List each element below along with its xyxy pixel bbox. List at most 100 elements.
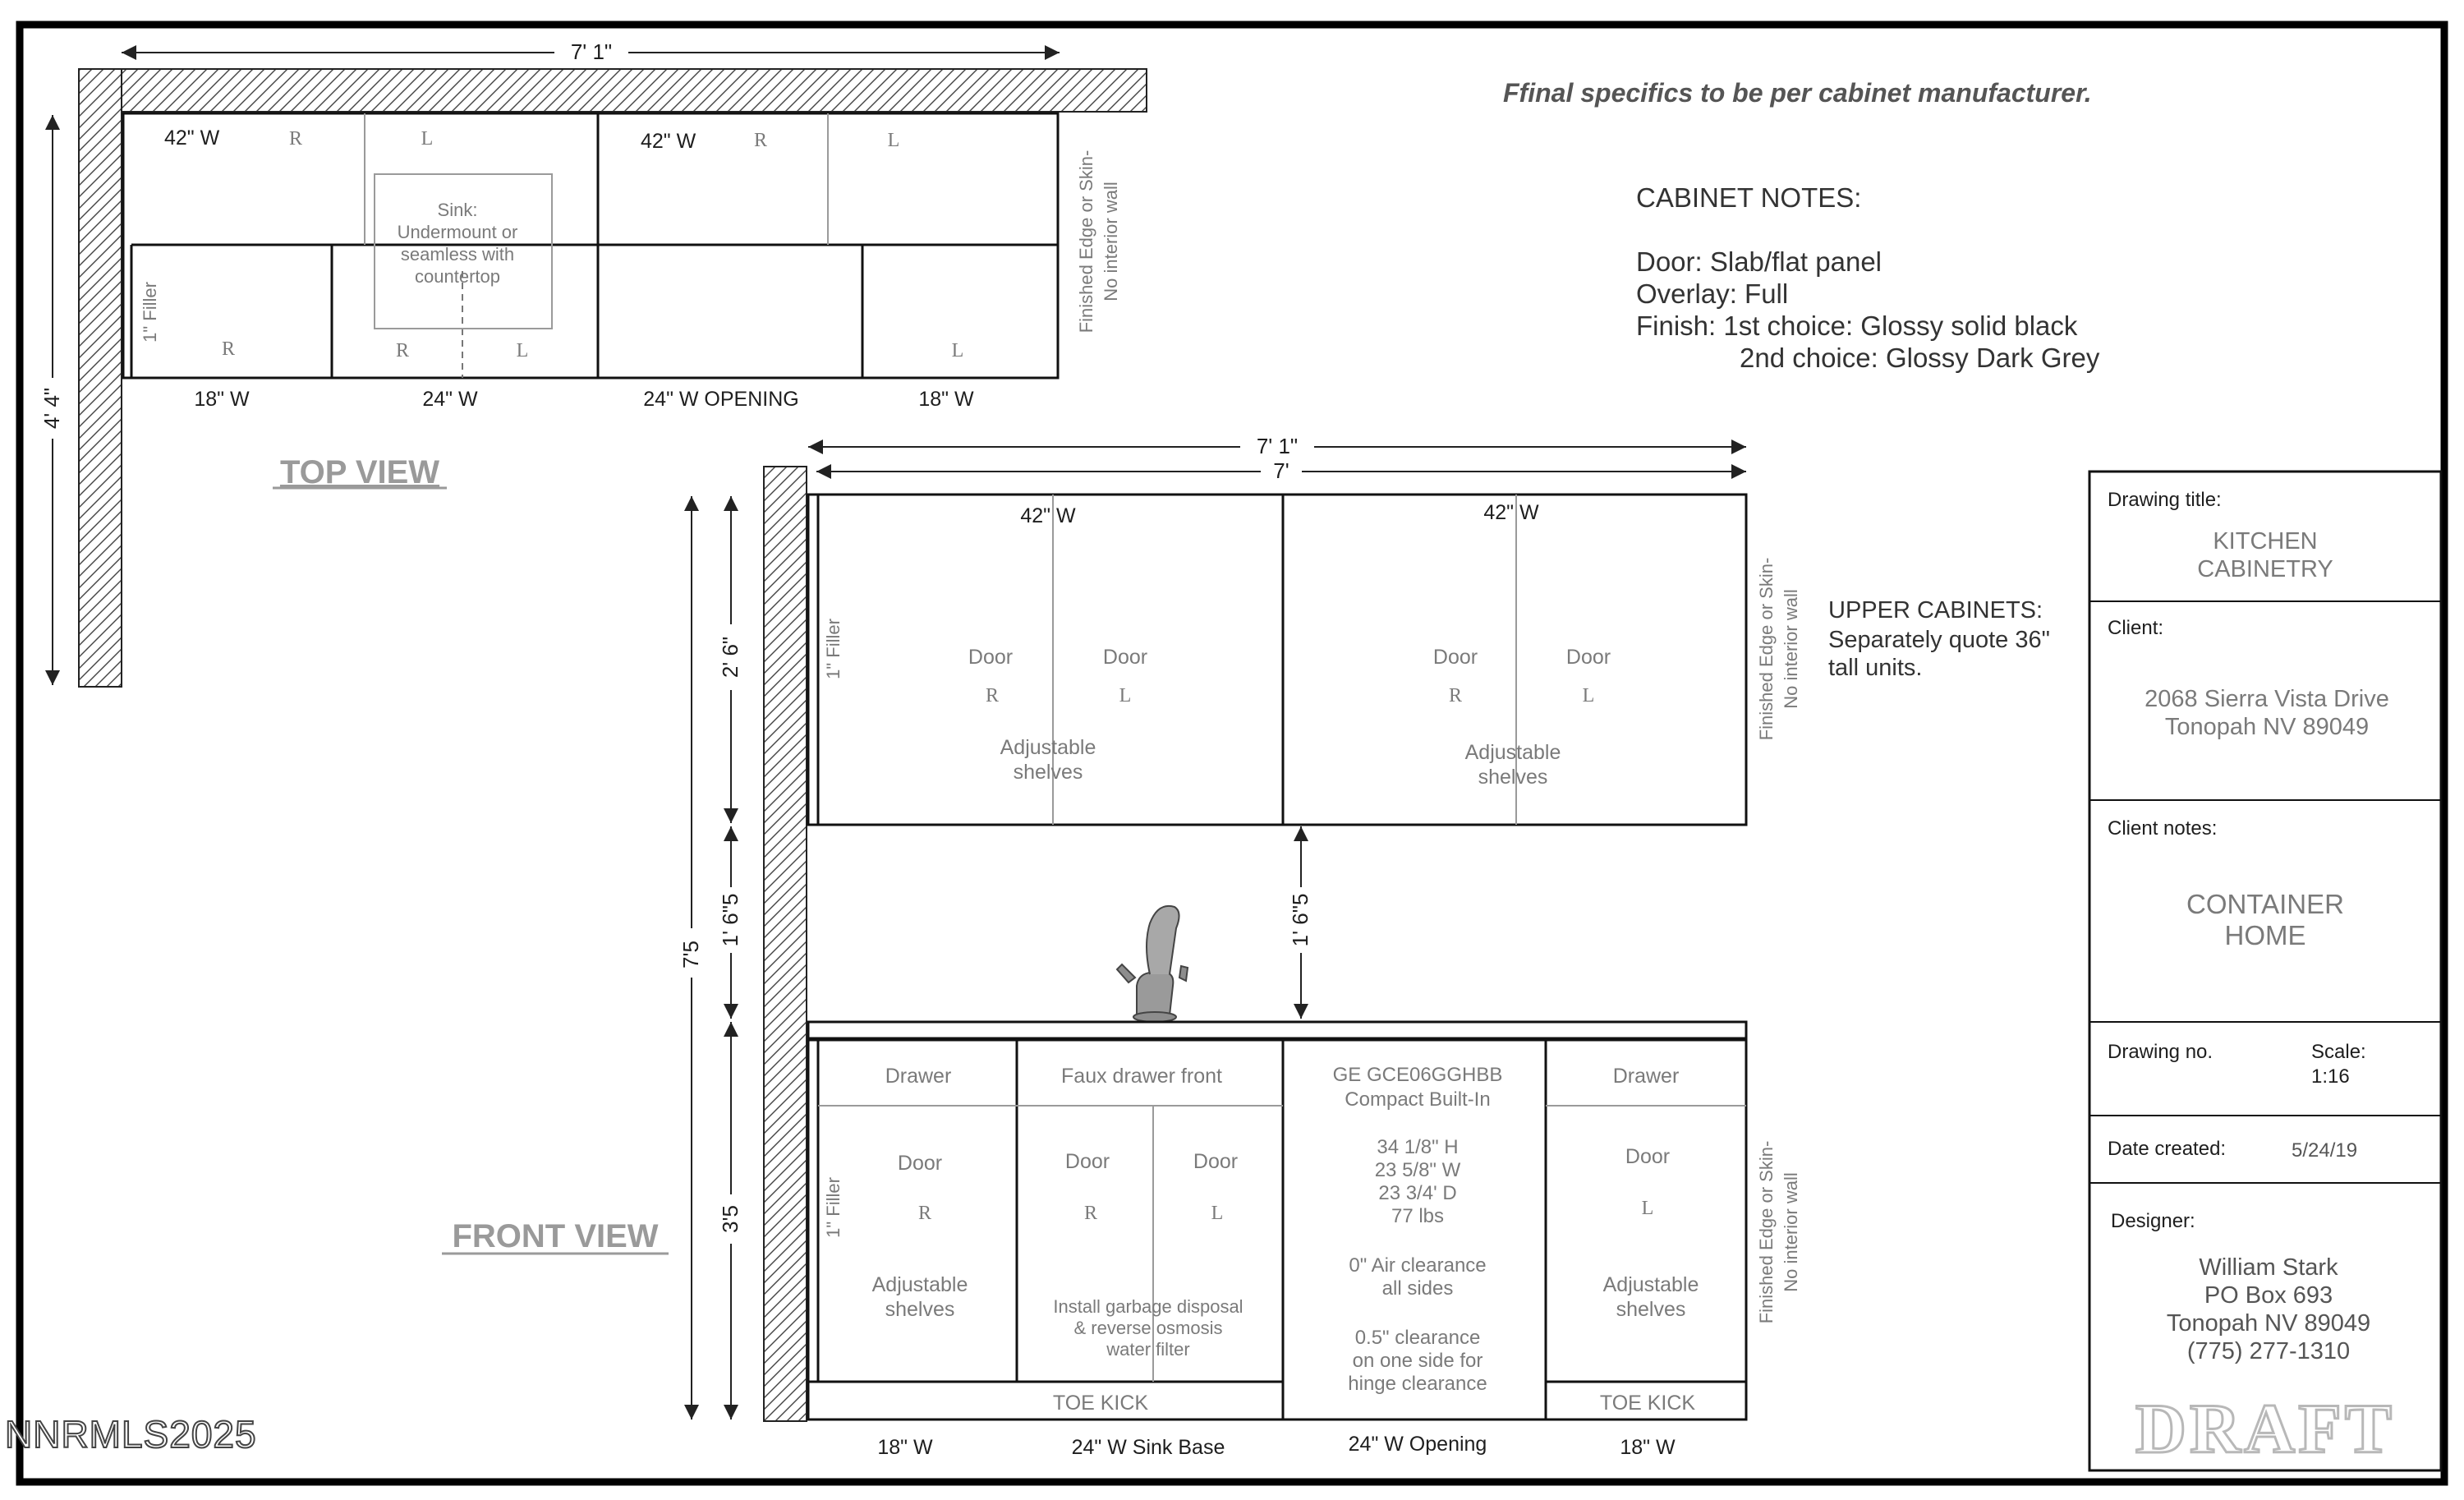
top-upper-width-2: 42" W bbox=[641, 130, 696, 153]
appliance-width: 23 5/8" W bbox=[1375, 1159, 1461, 1181]
top-hinge-l1: L bbox=[421, 128, 434, 150]
upper-adjustable-2b: shelves bbox=[1478, 766, 1548, 789]
countertop bbox=[807, 1020, 1748, 1040]
upper-hinge-r1: R bbox=[986, 685, 999, 706]
front-view-title: FRONT VIEW bbox=[452, 1218, 658, 1254]
client-notes-2: HOME bbox=[2225, 920, 2306, 950]
top-base-width-2: 24" W bbox=[422, 388, 478, 411]
base-hinge-l2: L bbox=[1642, 1198, 1654, 1219]
front-side-wall bbox=[763, 466, 807, 1422]
faucet-icon bbox=[1115, 905, 1189, 1023]
upper-adjustable-2a: Adjustable bbox=[1465, 741, 1561, 764]
top-hinge-r2: R bbox=[754, 130, 767, 151]
client-notes-1: CONTAINER bbox=[2186, 889, 2344, 919]
draft-stamp: DRAFT bbox=[2135, 1389, 2395, 1468]
top-width-dim: 7' 1" bbox=[571, 39, 612, 64]
base-adjustable-1a: Adjustable bbox=[872, 1273, 968, 1296]
upper-note-3: tall units. bbox=[1828, 655, 1922, 681]
top-hinge-r1: R bbox=[289, 128, 302, 150]
cabinet-notes-title: CABINET NOTES: bbox=[1636, 182, 1861, 213]
upper-door-2: Door bbox=[1103, 646, 1147, 669]
base-filler-label: 1" Filler bbox=[823, 1177, 844, 1238]
front-upper-width-2: 42" W bbox=[1483, 501, 1539, 524]
clearance-hinge-2: on one side for bbox=[1353, 1350, 1483, 1372]
upper-cabinets bbox=[807, 493, 1748, 826]
top-hinge-l2: L bbox=[888, 130, 900, 151]
base-hinge-l1: L bbox=[1211, 1203, 1224, 1224]
front-upper-width-1: 42" W bbox=[1020, 504, 1076, 527]
client-label: Client: bbox=[2108, 617, 2163, 639]
upper-finished-edge-2: No interior wall bbox=[1781, 589, 1801, 709]
base-door-4: Door bbox=[1625, 1145, 1670, 1168]
disposal-note-1: Install garbage disposal bbox=[1053, 1296, 1243, 1317]
top-finished-edge-1: Finished Edge or Skin- bbox=[1076, 150, 1096, 334]
date-label: Date created: bbox=[2108, 1138, 2226, 1160]
base-drawer-2: Drawer bbox=[1613, 1065, 1680, 1088]
clearance-air-1: 0" Air clearance bbox=[1349, 1254, 1486, 1277]
top-depth-dim: 4' 4" bbox=[39, 388, 64, 429]
front-inner-dim: 7' bbox=[1273, 458, 1289, 483]
front-view: 7' 1" 7' 7'5 2' 6" 1' 6"5 3'5 1' 6"5 42"… bbox=[442, 434, 1801, 1459]
front-base-width-1: 18" W bbox=[877, 1436, 933, 1459]
base-cabinets bbox=[807, 1038, 1748, 1421]
base-door-3: Door bbox=[1193, 1150, 1238, 1173]
designer-po-box: PO Box 693 bbox=[2204, 1282, 2333, 1309]
front-total-height-dim: 7'5 bbox=[678, 941, 703, 969]
cabinet-note-door: Door: Slab/flat panel bbox=[1636, 246, 1882, 277]
top-finished-edge-2: No interior wall bbox=[1101, 182, 1121, 301]
scale-label: Scale: bbox=[2311, 1041, 2366, 1063]
front-gap-dim: 1' 6"5 bbox=[718, 894, 742, 947]
sink-outline bbox=[374, 173, 553, 329]
drawing-title-2: CABINETRY bbox=[2197, 556, 2333, 582]
front-upper-height-dim: 2' 6" bbox=[718, 637, 742, 678]
front-base-width-3: 24" W Opening bbox=[1349, 1433, 1487, 1456]
base-door-2: Door bbox=[1065, 1150, 1110, 1173]
header-note: Ffinal specifics to be per cabinet manuf… bbox=[1503, 78, 2092, 108]
base-hinge-r2: R bbox=[1084, 1203, 1097, 1224]
appliance-type: Compact Built-In bbox=[1345, 1088, 1490, 1111]
appliance-weight: 77 lbs bbox=[1391, 1205, 1444, 1227]
toe-kick-1: TOE KICK bbox=[1053, 1392, 1149, 1415]
drawing-title-1: KITCHEN bbox=[2213, 528, 2317, 554]
upper-door-3: Door bbox=[1433, 646, 1478, 669]
upper-hinge-l2: L bbox=[1583, 685, 1595, 706]
appliance-depth: 23 3/4' D bbox=[1378, 1182, 1456, 1204]
top-view-title: TOP VIEW bbox=[280, 454, 439, 490]
upper-adjustable-1b: shelves bbox=[1014, 761, 1083, 784]
base-adjustable-1b: shelves bbox=[885, 1298, 955, 1321]
front-base-width-4: 18" W bbox=[1620, 1436, 1676, 1459]
appliance-height: 34 1/8" H bbox=[1377, 1136, 1458, 1158]
top-base-width-1: 18" W bbox=[194, 388, 250, 411]
drawing-title-label: Drawing title: bbox=[2108, 489, 2222, 511]
client-notes-label: Client notes: bbox=[2108, 817, 2217, 840]
disposal-note-2: & reverse osmosis bbox=[1074, 1318, 1223, 1338]
top-filler-label: 1" Filler bbox=[140, 282, 160, 343]
designer-label: Designer: bbox=[2111, 1210, 2195, 1232]
upper-filler-label: 1" Filler bbox=[823, 619, 844, 679]
appliance-model: GE GCE06GGHBB bbox=[1333, 1064, 1503, 1086]
clearance-air-2: all sides bbox=[1382, 1277, 1454, 1300]
top-side-wall bbox=[78, 68, 122, 688]
upper-hinge-r2: R bbox=[1449, 685, 1462, 706]
sink-label-3: seamless with bbox=[401, 244, 514, 265]
cabinet-note-finish-2: 2nd choice: Glossy Dark Grey bbox=[1740, 343, 2100, 373]
base-drawer-1: Drawer bbox=[885, 1065, 952, 1088]
base-door-1: Door bbox=[898, 1152, 942, 1175]
mls-watermark: NNRMLS2025 bbox=[5, 1413, 257, 1456]
title-block: Drawing title: KITCHEN CABINETRY Client:… bbox=[2088, 470, 2443, 1472]
designer-name: William Stark bbox=[2199, 1254, 2338, 1281]
sink-label-2: Undermount or bbox=[398, 222, 518, 242]
sheet-border bbox=[16, 21, 2448, 1486]
base-adjustable-2a: Adjustable bbox=[1603, 1273, 1699, 1296]
designer-phone: (775) 277-1310 bbox=[2187, 1338, 2350, 1364]
notes-area: Ffinal specifics to be per cabinet manuf… bbox=[1503, 78, 2100, 681]
clearance-hinge-3: hinge clearance bbox=[1348, 1373, 1487, 1395]
toe-kick-2: TOE KICK bbox=[1600, 1392, 1696, 1415]
front-base-width-2: 24" W Sink Base bbox=[1072, 1436, 1225, 1459]
upper-note-1: UPPER CABINETS: bbox=[1828, 597, 2043, 623]
front-overall-dim: 7' 1" bbox=[1257, 434, 1298, 458]
drawing-no-label: Drawing no. bbox=[2108, 1041, 2213, 1063]
faux-drawer-front: Faux drawer front bbox=[1061, 1065, 1222, 1088]
